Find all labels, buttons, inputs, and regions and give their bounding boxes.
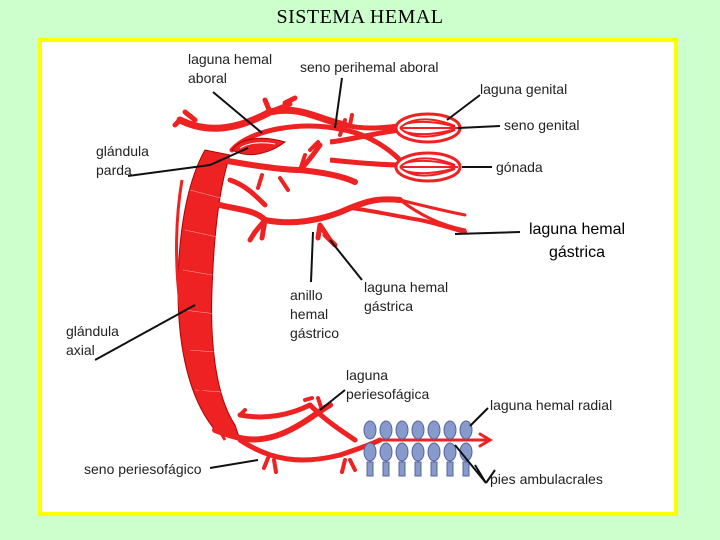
label-laguna-hemal-aboral: laguna hemal aboral [188, 51, 273, 86]
diagram-frame [38, 38, 678, 516]
page-title: SISTEMA HEMAL [276, 6, 444, 28]
label-pies-ambulacrales: pies ambulacrales [490, 471, 603, 487]
label-seno-periesofagico: seno periesofágico [84, 461, 202, 477]
label-seno-perihemal-aboral: seno perihemal aboral [300, 59, 439, 75]
tube-feet [363, 420, 473, 477]
label-seno-genital: seno genital [504, 117, 580, 133]
gastric-network [217, 140, 467, 248]
axial-gland [175, 149, 241, 441]
label-laguna-hemal-gastrica-right: laguna hemal gástrica [528, 221, 626, 261]
label-glandula-axial: glándula axial [66, 323, 119, 358]
label-laguna-genital: laguna genital [480, 81, 568, 97]
label-gonada: gónada [496, 159, 543, 175]
label-laguna-hemal-radial: laguna hemal radial [490, 397, 613, 413]
label-anillo-hemal-gastrico: anillo hemal gástrico [290, 287, 340, 341]
label-laguna-hemal-gastrica-center: laguna hemal gástrica [364, 279, 449, 314]
leader-lines [94, 77, 521, 484]
label-laguna-periesofagica: laguna periesofágica [346, 367, 430, 402]
genital-organs [329, 112, 462, 183]
label-glandula-parda: glándula parda [96, 143, 149, 178]
brown-gland [231, 137, 287, 155]
aboral-vessels [172, 95, 408, 163]
